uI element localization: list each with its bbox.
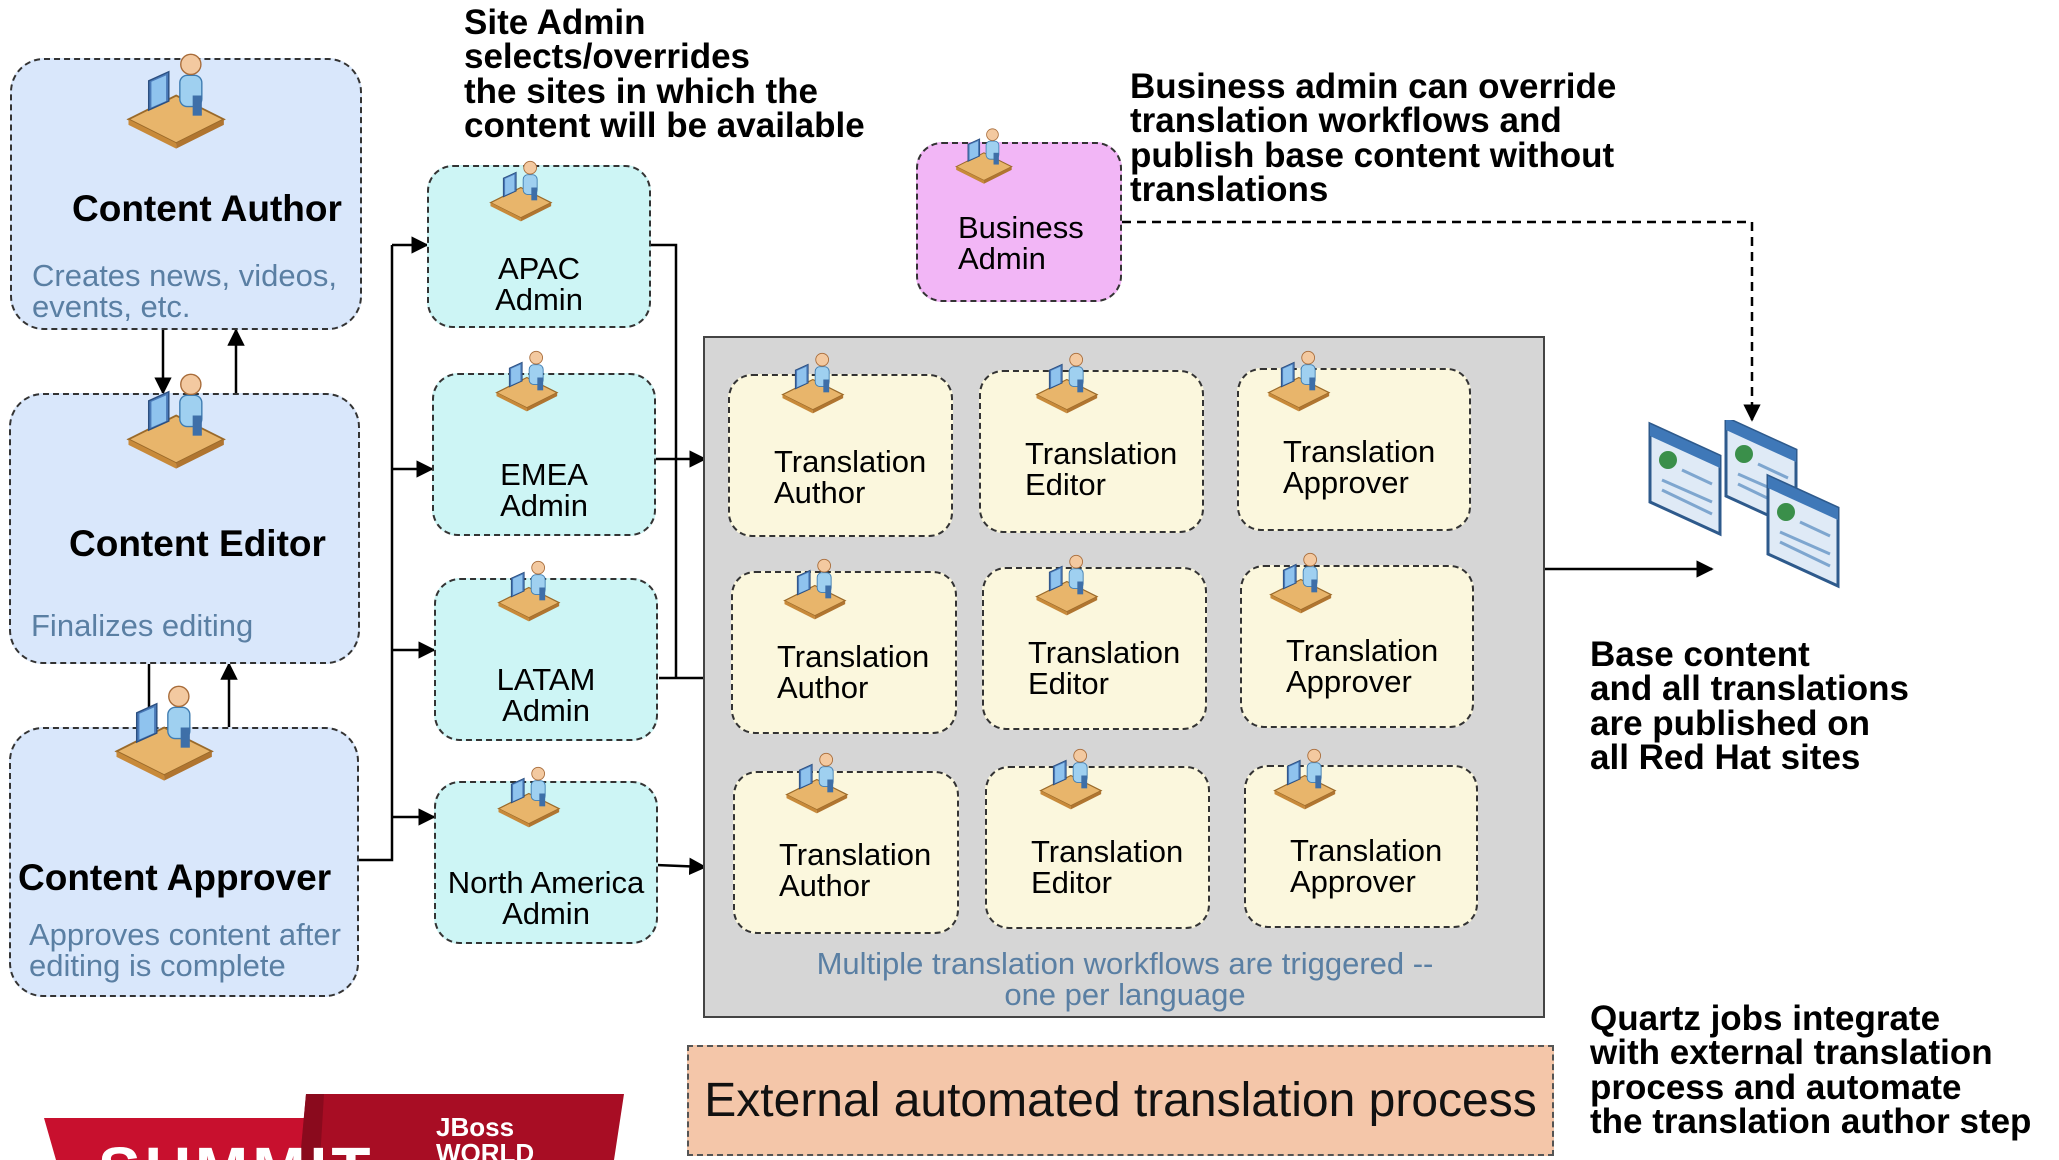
user-at-computer-icon — [497, 560, 560, 622]
translation-approver-label: Translation Approver — [1286, 633, 1439, 699]
translation-author-label: Translation Author — [774, 444, 927, 510]
translation-editor-label: Translation Editor — [1025, 436, 1178, 502]
external-translation-process-box[interactable]: External automated translation process — [687, 1045, 1554, 1156]
content-author-title: Content Author — [72, 188, 342, 229]
latam-admin-label: LATAM Admin — [496, 662, 596, 728]
jboss-world-logo-text: JBoss WORLD — [436, 1112, 535, 1160]
user-at-computer-icon — [495, 350, 558, 412]
translation-editor-label: Translation Editor — [1028, 635, 1181, 701]
user-at-computer-icon — [1035, 554, 1098, 616]
web-pages-icon — [1648, 420, 1840, 588]
site-admin-note: Site Admin selects/overrides the sites i… — [464, 3, 865, 145]
user-at-computer-icon — [781, 352, 844, 414]
translation-approver-box-2[interactable]: Translation Approver — [1240, 565, 1474, 728]
external-translation-process-label: External automated translation process — [704, 1074, 1537, 1127]
north-america-admin-label: North America Admin — [447, 865, 645, 931]
content-editor-desc: Finalizes editing — [31, 608, 254, 643]
emea-admin-label: EMEA Admin — [500, 457, 588, 523]
user-at-computer-icon — [1273, 748, 1336, 810]
user-at-computer-icon — [783, 558, 846, 620]
content-approver-desc: Approves content after editing is comple… — [29, 917, 341, 983]
content-author-desc: Creates news, videos, events, etc. — [32, 258, 337, 324]
translation-author-box-1[interactable]: Translation Author — [728, 374, 953, 537]
user-at-computer-icon — [489, 160, 552, 222]
summit-jboss-world-logo: SUMMIT JBoss WORLD — [44, 1094, 624, 1160]
content-editor-title: Content Editor — [69, 523, 326, 564]
user-at-computer-icon — [955, 128, 1013, 185]
user-at-computer-icon — [1039, 748, 1102, 810]
user-at-computer-icon — [785, 752, 848, 814]
multiple-workflows-note: Multiple translation workflows are trigg… — [816, 946, 1434, 1012]
translation-approver-label: Translation Approver — [1290, 833, 1443, 899]
translation-author-box-2[interactable]: Translation Author — [731, 571, 957, 734]
content-editor-box[interactable]: Content Editor Finalizes editing — [9, 393, 360, 664]
translation-editor-box-2[interactable]: Translation Editor — [982, 567, 1207, 730]
translation-editor-label: Translation Editor — [1031, 834, 1184, 900]
user-at-computer-icon — [127, 53, 225, 150]
quartz-note: Quartz jobs integrate with external tran… — [1590, 999, 2032, 1141]
content-approver-box[interactable]: Content Approver Approves content after … — [9, 727, 359, 997]
user-at-computer-icon — [1267, 350, 1330, 412]
north-america-admin-box[interactable]: North America Admin — [434, 781, 658, 944]
translation-approver-label: Translation Approver — [1283, 434, 1436, 500]
user-at-computer-icon — [127, 373, 225, 470]
translation-author-label: Translation Author — [777, 639, 930, 705]
apac-admin-box[interactable]: APAC Admin — [427, 165, 651, 328]
user-at-computer-icon — [115, 685, 213, 782]
published-note: Base content and all translations are pu… — [1590, 635, 1909, 777]
business-admin-note: Business admin can override translation … — [1130, 67, 1617, 209]
content-approver-title: Content Approver — [18, 857, 332, 898]
user-at-computer-icon — [497, 766, 560, 828]
apac-admin-label: APAC Admin — [495, 251, 583, 317]
content-author-box[interactable]: Content Author Creates news, videos, eve… — [10, 58, 362, 330]
translation-author-label: Translation Author — [779, 837, 932, 903]
user-at-computer-icon — [1035, 352, 1098, 414]
summit-logo-text: SUMMIT — [98, 1138, 374, 1160]
user-at-computer-icon — [1269, 552, 1332, 614]
business-admin-box[interactable]: Business Admin — [916, 142, 1122, 302]
business-admin-label: Business Admin — [958, 210, 1084, 276]
